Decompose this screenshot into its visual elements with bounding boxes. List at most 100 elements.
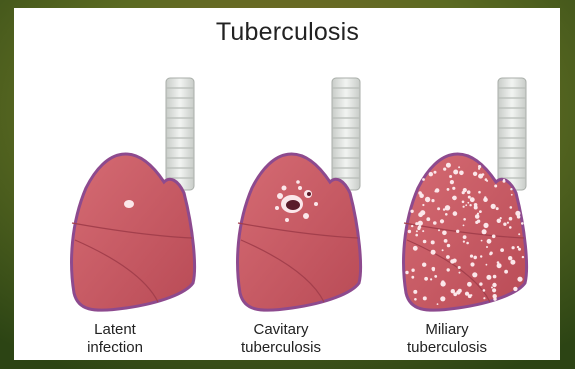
miliary-nodule xyxy=(470,197,475,202)
miliary-nodule xyxy=(408,230,411,233)
label-miliary-tuberculosis: Miliary tuberculosis xyxy=(372,321,522,357)
miliary-nodule xyxy=(467,202,469,204)
miliary-nodule xyxy=(497,263,502,268)
miliary-nodule xyxy=(434,190,436,192)
miliary-nodule xyxy=(474,203,478,207)
miliary-nodule xyxy=(497,219,501,223)
miliary-nodule xyxy=(503,180,506,183)
miliary-nodule xyxy=(447,268,450,271)
lung-cavitary xyxy=(238,78,361,310)
miliary-nodule xyxy=(453,170,458,175)
miliary-nodule xyxy=(434,275,437,278)
miliary-nodule xyxy=(492,283,496,287)
miliary-nodule xyxy=(415,222,418,225)
miliary-nodule xyxy=(410,210,413,213)
miliary-nodule xyxy=(458,266,461,269)
miliary-nodule xyxy=(446,165,448,167)
miliary-nodule xyxy=(451,289,455,293)
miliary-nodule xyxy=(423,240,427,244)
miliary-nodule xyxy=(440,219,444,223)
miliary-nodule xyxy=(422,204,424,206)
miliary-nodule xyxy=(440,281,445,286)
miliary-nodule xyxy=(486,246,488,248)
miliary-nodule xyxy=(494,185,497,188)
miliary-nodule xyxy=(493,275,497,279)
miliary-nodule xyxy=(479,210,482,213)
miliary-nodule xyxy=(418,221,423,226)
miliary-nodule xyxy=(469,204,471,206)
miliary-nodule xyxy=(459,272,461,274)
miliary-nodule xyxy=(437,303,439,305)
miliary-nodule xyxy=(463,235,467,239)
miliary-nodule xyxy=(496,207,499,210)
miliary-nodule xyxy=(487,239,492,244)
miliary-nodule xyxy=(422,263,426,267)
miliary-nodule xyxy=(462,191,465,194)
miliary-nodule xyxy=(483,289,486,292)
miliary-nodule xyxy=(521,222,524,225)
miliary-nodule xyxy=(426,217,430,221)
miliary-nodule xyxy=(447,244,450,247)
miliary-nodule xyxy=(491,287,493,289)
miliary-nodule xyxy=(459,171,464,176)
miliary-nodule xyxy=(470,294,472,296)
miliary-nodule xyxy=(465,204,467,206)
miliary-nodule xyxy=(509,226,512,229)
miliary-nodule xyxy=(431,199,434,202)
miliary-nodule xyxy=(473,172,477,176)
miliary-nodule xyxy=(518,233,520,235)
miliary-nodule xyxy=(447,188,450,191)
miliary-nodule xyxy=(483,297,485,299)
miliary-nodule xyxy=(517,277,522,282)
miliary-nodule xyxy=(431,250,436,255)
miliary-nodule xyxy=(500,248,504,252)
miliary-nodule xyxy=(416,230,418,232)
lung-miliary xyxy=(404,78,527,310)
miliary-nodule xyxy=(411,225,413,227)
miliary-nodule xyxy=(503,223,506,226)
miliary-nodule xyxy=(431,240,435,244)
miliary-nodule xyxy=(414,298,417,301)
miliary-nodule xyxy=(449,175,452,178)
miliary-nodule xyxy=(486,180,488,182)
miliary-nodule xyxy=(456,230,459,233)
miliary-nodule xyxy=(463,225,465,227)
miliary-nodule xyxy=(467,282,472,287)
miliary-nodule xyxy=(467,190,471,194)
miliary-nodule xyxy=(517,215,521,219)
miliary-nodule xyxy=(429,172,433,176)
miliary-nodule xyxy=(479,282,482,285)
miliary-nodule xyxy=(425,197,430,202)
miliary-nodule xyxy=(437,207,440,210)
miliary-nodule xyxy=(411,269,414,272)
miliary-nodule xyxy=(422,178,425,181)
miliary-nodule xyxy=(411,276,414,279)
miliary-nodule xyxy=(418,191,422,195)
miliary-nodule xyxy=(413,290,417,294)
miliary-nodule xyxy=(420,210,425,215)
miliary-nodule xyxy=(508,256,512,260)
latent-lesion xyxy=(124,200,134,208)
miliary-nodule xyxy=(446,255,450,259)
miliary-nodule xyxy=(452,187,455,190)
miliary-nodule xyxy=(473,256,477,260)
miliary-nodule xyxy=(424,277,428,281)
miliary-nodule xyxy=(450,259,454,263)
miliary-nodule xyxy=(423,296,427,300)
miliary-nodule xyxy=(482,229,487,234)
miliary-nodule xyxy=(463,218,466,221)
miliary-nodule xyxy=(511,194,513,196)
miliary-nodule xyxy=(483,197,488,202)
miliary-nodule xyxy=(513,287,517,291)
lung-latent xyxy=(72,78,195,310)
miliary-nodule xyxy=(477,213,479,215)
miliary-nodule xyxy=(433,221,437,225)
miliary-nodule xyxy=(442,231,447,236)
miliary-nodule xyxy=(478,168,480,170)
miliary-nodule xyxy=(507,222,509,224)
miliary-nodule xyxy=(445,213,448,216)
miliary-nodule xyxy=(450,180,454,184)
miliary-nodule xyxy=(478,191,481,194)
miliary-nodule xyxy=(432,267,436,271)
